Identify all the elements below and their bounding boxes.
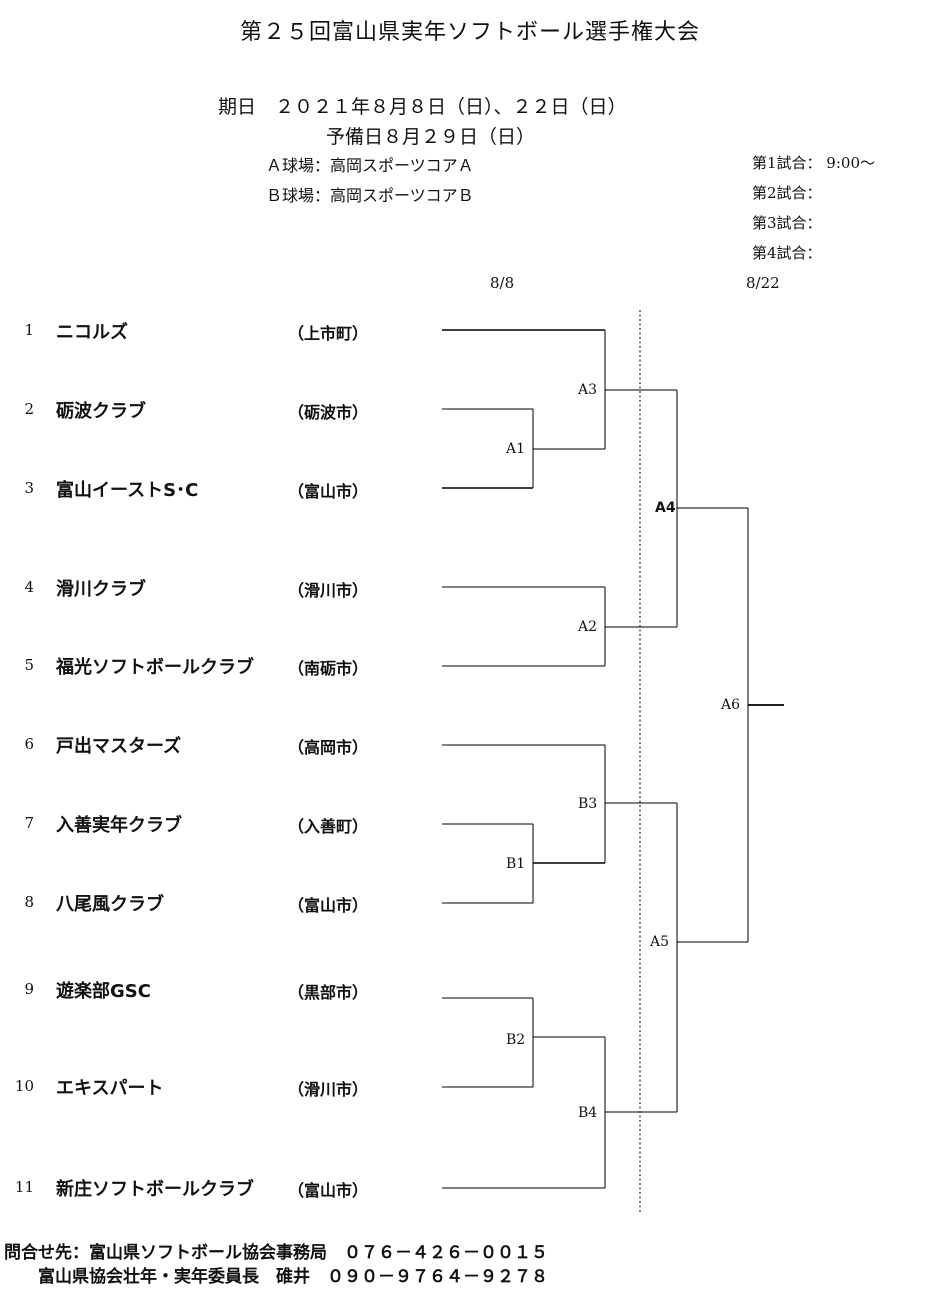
team-number: 6: [24, 735, 34, 753]
match-label-a6: A6: [721, 697, 741, 713]
team-city: （滑川市）: [288, 581, 369, 600]
match-label-b3: B3: [578, 796, 598, 812]
team-city: （入善町）: [288, 817, 369, 836]
team-city: （富山市）: [288, 1181, 369, 1200]
team-number: 8: [24, 893, 34, 911]
contact-line-1: 問合せ先：富山県ソフトボール協会事務局 ０７６－４２６－００１５: [4, 1243, 548, 1263]
game-time-2: 第2試合：: [752, 184, 822, 202]
match-label-a4: A4: [655, 500, 676, 516]
page-title: 第２５回富山県実年ソフトボール選手権大会: [239, 20, 700, 45]
game-time-3: 第3試合：: [752, 214, 822, 232]
team-number: 9: [24, 980, 34, 998]
team-city: （富山市）: [288, 482, 369, 501]
reserve-date: 予備日８月２９日（日）: [326, 126, 536, 148]
team-number: 3: [24, 479, 34, 497]
team-name: 福光ソフトボールクラブ: [56, 657, 254, 678]
team-city: （砺波市）: [288, 403, 369, 422]
game-time-1: 第1試合： 9:00～: [752, 154, 875, 172]
team-name: 砺波クラブ: [56, 401, 146, 422]
round-date-2: 8/22: [746, 274, 780, 292]
team-number: 11: [14, 1178, 34, 1196]
field-a: Ａ球場：高岡スポーツコアＡ: [266, 156, 474, 175]
team-name: 富山イーストS･C: [56, 480, 199, 501]
team-number: 1: [24, 321, 34, 339]
team-city: （高岡市）: [288, 738, 369, 757]
team-city: （上市町）: [288, 324, 369, 343]
team-name: エキスパート: [56, 1078, 164, 1099]
event-dates: 期日 ２０２１年８月８日（日）、２２日（日）: [218, 96, 627, 118]
team-city: （滑川市）: [288, 1080, 369, 1099]
team-number: 5: [24, 656, 34, 674]
team-city: （富山市）: [288, 896, 369, 915]
field-b: Ｂ球場：高岡スポーツコアＢ: [266, 186, 474, 205]
match-label-b2: B2: [506, 1032, 526, 1048]
team-name: 滑川クラブ: [56, 579, 146, 600]
team-name: 戸出マスターズ: [56, 736, 182, 757]
match-label-a2: A2: [578, 619, 598, 635]
match-label-a5: A5: [650, 934, 670, 950]
team-city: （南砺市）: [288, 659, 369, 678]
team-number: 10: [14, 1077, 34, 1095]
team-city: （黒部市）: [288, 983, 369, 1002]
team-number: 2: [24, 400, 34, 418]
game-time-4: 第4試合：: [752, 244, 822, 262]
team-name: 八尾風クラブ: [56, 894, 164, 915]
team-number: 7: [24, 814, 34, 832]
team-name: 遊楽部GSC: [56, 981, 151, 1002]
match-label-a3: A3: [578, 382, 598, 398]
team-number: 4: [24, 578, 34, 596]
match-label-b4: B4: [578, 1105, 598, 1121]
round-date-1: 8/8: [490, 274, 515, 292]
team-name: 入善実年クラブ: [56, 815, 182, 836]
team-name: ニコルズ: [56, 322, 128, 343]
match-label-b1: B1: [506, 856, 526, 872]
contact-line-2: 富山県協会壮年・実年委員長 碓井 ０９０－９７６４－９２７８: [38, 1267, 548, 1287]
team-name: 新庄ソフトボールクラブ: [56, 1179, 254, 1200]
match-label-a1: A1: [506, 441, 526, 457]
